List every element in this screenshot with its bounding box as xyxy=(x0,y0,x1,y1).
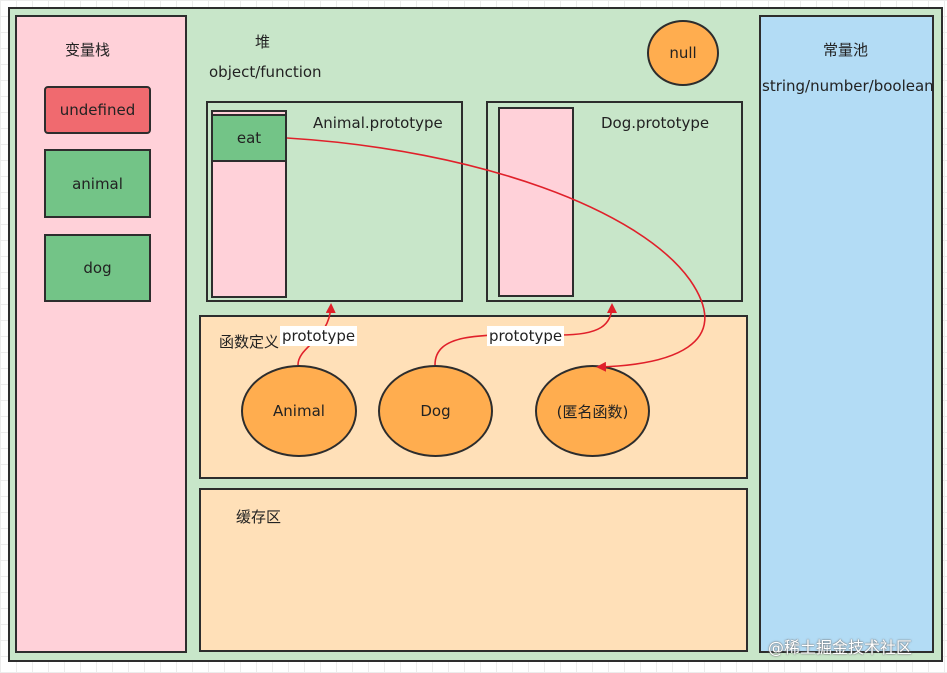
arrow-eat-to-anonymous-function xyxy=(286,137,706,372)
cache-panel xyxy=(199,488,748,652)
eat-method: eat xyxy=(211,114,287,162)
function-definition-title: 函数定义 xyxy=(219,333,280,351)
prototype-arrow-label-animal: prototype xyxy=(280,326,358,346)
heap-title: 堆 xyxy=(255,33,271,51)
stack-item-animal: animal xyxy=(44,149,151,218)
animal-function-node: Animal xyxy=(241,365,357,457)
constant-pool-title: 常量池 xyxy=(823,41,869,59)
stack-item-dog: dog xyxy=(44,234,151,302)
cache-title: 缓存区 xyxy=(236,508,282,526)
heap-subtitle: object/function xyxy=(209,63,322,81)
watermark-text: @稀土掘金技术社区 xyxy=(768,638,913,657)
dog-function-node: Dog xyxy=(378,365,493,457)
constant-pool-panel xyxy=(759,15,934,653)
dog-prototype-body xyxy=(498,107,574,297)
anonymous-function-node: (匿名函数) xyxy=(535,365,650,457)
null-node: null xyxy=(647,20,719,86)
dog-prototype-title: Dog.prototype xyxy=(601,114,710,132)
constant-pool-subtitle: string/number/boolean xyxy=(762,77,934,95)
variable-stack-title: 变量栈 xyxy=(65,41,111,59)
animal-prototype-title: Animal.prototype xyxy=(313,114,443,132)
stack-item-undefined: undefined xyxy=(44,86,151,134)
prototype-arrow-label-dog: prototype xyxy=(487,326,565,346)
